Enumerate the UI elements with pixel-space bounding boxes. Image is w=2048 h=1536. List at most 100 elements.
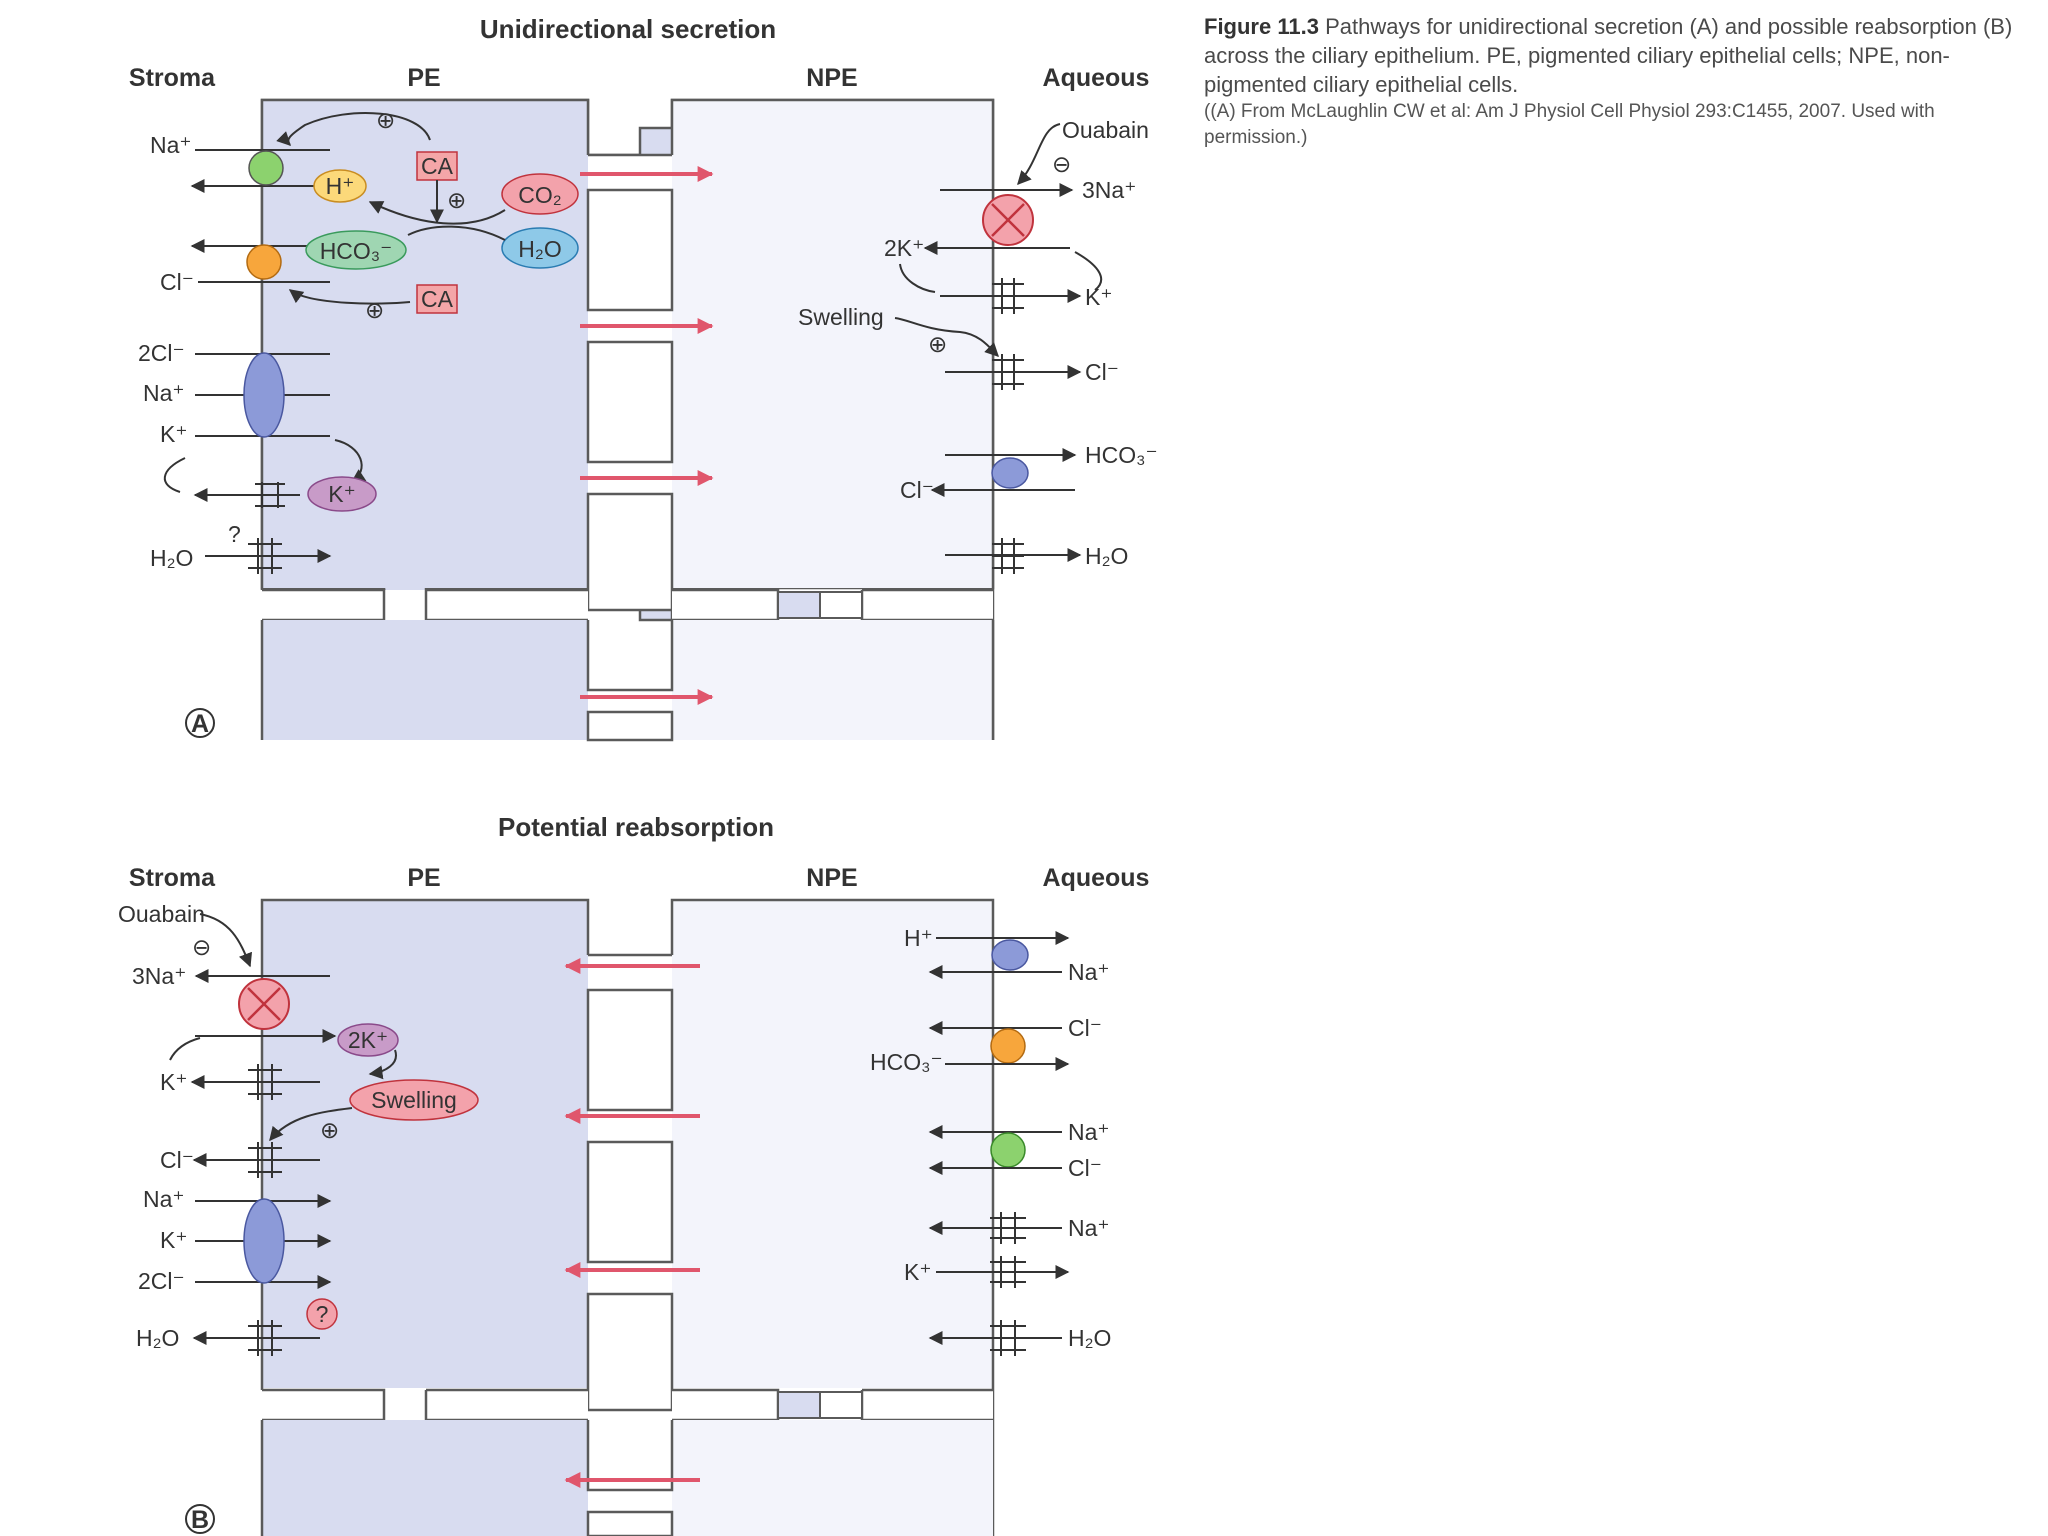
header-npe: NPE [806,64,857,92]
plus-icon: ⊕ [928,331,947,357]
panel-a-title: Unidirectional secretion [480,14,776,44]
label-h2o: H₂O [136,1325,179,1351]
figure-caption: Figure 11.3 Pathways for unidirectional … [1204,12,2024,151]
label-na3: Na⁺ [1068,1215,1110,1241]
na-h-exchanger [248,150,284,186]
na-h-exchanger [991,939,1029,971]
flow-arrows-b [564,958,700,1488]
label-na2: Na⁺ [143,380,185,406]
panel-a-cells: A [185,98,995,742]
k-channel [248,1064,282,1100]
question-icon [306,1298,338,1330]
panel-b-left-transport: Ouabain ⊖ 3Na⁺ 2K⁺ K⁺ Swelling ⊕ Cl⁻ Na⁺… [118,901,479,1356]
plus-icon: ⊕ [447,187,466,213]
caption-source: ((A) From McLaughlin CW et al: Am J Phys… [1204,101,1935,148]
k-channel [255,482,285,508]
label-k2: K⁺ [160,1227,187,1253]
label-swelling: Swelling [798,304,884,330]
co2-molecule [501,173,579,215]
header-aqueous: Aqueous [1043,64,1150,92]
cl-channel [248,1142,282,1178]
plus-icon: ⊕ [376,107,395,133]
k-channel [992,278,1024,314]
svg-text:?: ? [316,1301,329,1327]
label-k: K⁺ [904,1259,931,1285]
aquaporin-channel [248,538,282,574]
label-na: Na⁺ [1068,959,1110,985]
cl-hco3-exchanger [990,1028,1026,1064]
question-mark: ? [228,521,241,547]
label-na: Na⁺ [143,1186,185,1212]
label-3na: 3Na⁺ [132,963,186,989]
panel-b-title: Potential reabsorption [498,812,774,842]
svg-text:Swelling: Swelling [371,1087,457,1113]
svg-text:CA: CA [421,286,454,312]
nkcc-cotransporter [243,1198,285,1284]
minus-icon: ⊖ [192,934,211,960]
aquaporin-channel [248,1320,282,1356]
label-h2o: H₂O [150,545,193,571]
na-cl-cotransporter [990,1132,1026,1168]
cl-channel [992,354,1024,390]
label-cl: Cl⁻ [1068,1015,1102,1041]
svg-text:HCO₃⁻: HCO₃⁻ [320,238,393,264]
npe-cell-a [672,100,993,588]
label-3na: 3Na⁺ [1082,177,1136,203]
cl-hco3-exchanger [246,244,282,280]
label-k: K⁺ [160,1069,187,1095]
hco3-ion [305,230,407,270]
plus-icon: ⊕ [320,1117,339,1143]
label-na2: Na⁺ [1068,1119,1110,1145]
caption-text: Pathways for unidirectional secretion (A… [1204,14,2013,97]
panel-a-left-transport: Na⁺ H⁺ CA ⊕ ⊕ CO₂ H₂O HCO₃⁻ Cl⁻ CA ⊕ 2Cl… [138,107,579,574]
svg-text:H₂O: H₂O [518,236,561,262]
label-cl: Cl⁻ [160,1147,194,1173]
label-hco3: HCO₃⁻ [1085,442,1158,468]
na-channel [990,1212,1026,1244]
k-ion [337,1023,399,1057]
swelling-stimulus [349,1079,479,1121]
label-cl-in: Cl⁻ [900,477,934,503]
label-ouabain: Ouabain [1062,117,1149,143]
header-npe: NPE [806,864,857,892]
flow-arrows-a [580,166,714,705]
panel-b-label: B [191,1506,209,1534]
panel-b-right-transport: H⁺ Na⁺ Cl⁻ HCO₃⁻ Na⁺ Cl⁻ Na⁺ K⁺ H₂O [870,925,1111,1356]
nkcc-cotransporter [243,352,285,438]
svg-text:2K⁺: 2K⁺ [348,1027,388,1053]
h2o-molecule [501,227,579,269]
label-h: H⁺ [904,925,933,951]
k-ion [307,476,377,512]
svg-text:H⁺: H⁺ [326,173,355,199]
label-ouabain: Ouabain [118,901,205,927]
svg-text:K⁺: K⁺ [328,481,355,507]
panel-a-label: A [191,710,209,738]
anion-exchanger [991,457,1029,489]
minus-icon: ⊖ [1052,151,1071,177]
label-h2o: H₂O [1068,1325,1111,1351]
ca-enzyme-1 [416,151,458,181]
ca-enzyme-2 [416,284,458,314]
aquaporin-channel [990,1320,1026,1356]
label-cl: Cl⁻ [1085,359,1119,385]
label-2cl: 2Cl⁻ [138,1268,185,1294]
header-stroma: Stroma [129,64,216,92]
label-k: K⁺ [160,421,187,447]
label-cl: Cl⁻ [160,269,194,295]
label-hco3: HCO₃⁻ [870,1049,943,1075]
header-pe: PE [407,64,440,92]
label-na: Na⁺ [150,132,192,158]
panel-b: Potential reabsorption Stroma PE NPE Aqu… [129,812,1150,1536]
aquaporin-channel [992,538,1024,574]
h-ion [313,169,367,203]
label-k: K⁺ [1085,284,1112,310]
label-cl2: Cl⁻ [1068,1155,1102,1181]
figure-number: Figure 11.3 [1204,14,1319,39]
label-h2o: H₂O [1085,543,1128,569]
svg-text:CA: CA [421,153,454,179]
header-stroma: Stroma [129,864,216,892]
header-aqueous: Aqueous [1043,864,1150,892]
panel-a-right-transport: Ouabain ⊖ 3Na⁺ 2K⁺ K⁺ Swelling ⊕ Cl⁻ HCO… [798,117,1158,574]
header-pe: PE [407,864,440,892]
